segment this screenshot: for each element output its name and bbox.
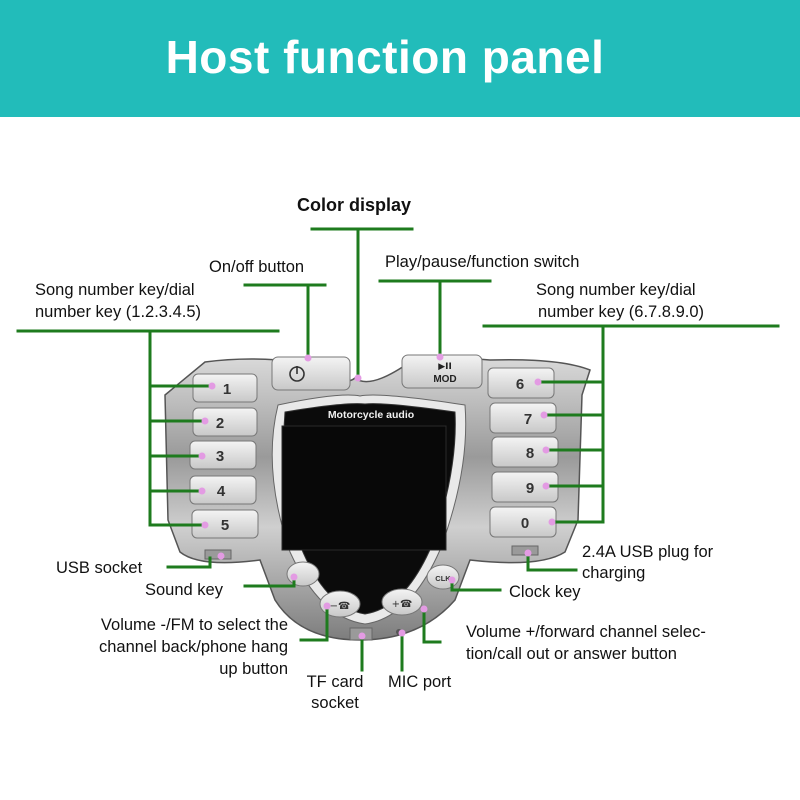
on-off-button[interactable] (271, 356, 351, 391)
label-song-left-line1: Song number key/dial (35, 281, 195, 299)
key-9-label: 9 (526, 480, 534, 497)
label-volume-plus-line1: Volume +/forward channel selec- (466, 623, 706, 641)
key-5-label: 5 (221, 517, 229, 534)
mod-key-label: MOD (433, 374, 456, 385)
phone-hangup-icon: −☎ (330, 601, 351, 612)
play-pause-icon: ▶II (438, 362, 452, 372)
label-volume-minus-line3: up button (219, 660, 288, 678)
label-mic-port: MIC port (388, 673, 452, 691)
right-number-keys: 6 7 8 9 0 (487, 367, 559, 538)
key-7-label: 7 (524, 411, 532, 428)
left-number-keys: 1 2 3 4 5 (189, 373, 259, 539)
key-3-label: 3 (216, 448, 224, 465)
key-8-label: 8 (526, 445, 534, 462)
marker-dots (198, 353, 556, 640)
label-tf-card-line2: socket (311, 694, 359, 712)
label-song-right-line1: Song number key/dial (536, 281, 696, 299)
label-volume-minus-line1: Volume -/FM to select the (100, 616, 288, 634)
label-sound-key: Sound key (145, 581, 223, 599)
volume-minus-button[interactable] (319, 590, 361, 618)
key-1[interactable] (192, 373, 258, 403)
label-color-display: Color display (297, 195, 412, 215)
label-usb-plug-line2: charging (582, 564, 646, 582)
label-usb-plug-line1: 2.4A USB plug for (582, 543, 714, 561)
device-brand-text: Motorcycle audio (328, 409, 414, 421)
title-banner: Host function panel (0, 0, 800, 117)
label-usb-socket: USB socket (56, 559, 143, 577)
color-display-screen (281, 425, 447, 551)
label-play-pause: Play/pause/function switch (385, 253, 580, 271)
key-7[interactable] (489, 402, 557, 434)
key-6-label: 6 (516, 376, 524, 393)
key-4-label: 4 (217, 483, 226, 500)
clock-key-label: CLK (435, 574, 451, 583)
label-song-left-line2: number key (1.2.3.4.5) (35, 303, 201, 321)
label-on-off-button: On/off button (209, 258, 305, 276)
label-clock-key: Clock key (509, 583, 581, 601)
label-tf-card-line1: TF card (306, 673, 364, 691)
label-song-right-line2: number key (6.7.8.9.0) (538, 303, 704, 321)
leader-lines (16, 227, 780, 672)
key-0-label: 0 (521, 515, 529, 532)
phone-answer-icon: +☎ (392, 599, 413, 610)
volume-plus-button[interactable] (381, 588, 423, 616)
key-8[interactable] (491, 436, 559, 468)
label-volume-minus-line2: channel back/phone hang (99, 638, 288, 656)
key-2-label: 2 (216, 415, 224, 432)
page-title: Host function panel (165, 31, 605, 83)
label-volume-plus-line2: tion/call out or answer button (466, 645, 677, 663)
sound-key[interactable] (286, 561, 320, 587)
usb-charging-port (511, 545, 539, 556)
key-1-label: 1 (223, 381, 231, 398)
